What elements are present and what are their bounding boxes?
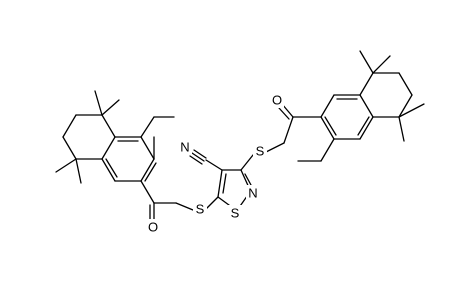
bond — [62, 114, 77, 138]
bond-co-ar-left — [140, 180, 155, 204]
atom-n-cyano: N — [180, 140, 189, 155]
bond — [101, 99, 120, 116]
bond — [144, 162, 157, 182]
bond — [140, 158, 155, 182]
bond-c3-s — [240, 154, 254, 171]
bond — [359, 72, 374, 96]
right-side-chain — [240, 103, 322, 171]
atom-s-link-right: S — [256, 144, 265, 159]
bond — [140, 116, 155, 138]
bond-c5-c4-double — [222, 173, 227, 194]
bond — [55, 158, 77, 173]
atom-o-ketone-right: O — [272, 93, 282, 108]
bond — [320, 94, 335, 118]
bond — [320, 138, 335, 162]
bond-c4-cn — [205, 159, 223, 171]
bond — [75, 158, 82, 184]
bond — [101, 114, 116, 138]
bond — [62, 136, 77, 160]
bond — [94, 90, 103, 116]
atom-s-ring: S — [231, 206, 240, 221]
bond — [398, 72, 413, 96]
bond — [320, 116, 335, 140]
bond-s-ch2-right — [265, 142, 285, 153]
left-tetrahydronaphthalene — [55, 90, 175, 184]
right-tetrahydronaphthalene — [297, 50, 425, 162]
bond — [101, 136, 116, 160]
bond-co-o-right-double — [278, 107, 290, 120]
bond — [359, 50, 374, 74]
bond — [398, 116, 405, 142]
bond-cn-triple-c — [189, 155, 203, 165]
bond-c5-c4 — [217, 169, 223, 198]
atom-s-link-left: S — [196, 202, 205, 217]
bond — [324, 116, 337, 136]
bond — [105, 158, 118, 178]
bond — [357, 116, 370, 136]
bond — [359, 94, 374, 118]
bond — [359, 116, 374, 140]
atom-labels: N S O S O N S — [146, 92, 284, 235]
bond-c5-s — [205, 196, 219, 210]
atom-n-ring: N — [248, 186, 257, 201]
bond — [398, 103, 425, 118]
bond-ch2-co-right — [283, 116, 294, 144]
nitrile-group — [189, 149, 223, 171]
bond-c3-n-double — [244, 173, 252, 186]
bond — [372, 55, 391, 74]
bond — [101, 158, 116, 182]
bond — [140, 136, 155, 160]
atom-o-ketone-left: O — [148, 220, 158, 235]
bond-cn-triple-a — [191, 152, 205, 162]
bond-s-ch2-left — [175, 202, 194, 211]
bond-cn-triple-b — [193, 149, 207, 159]
bond — [398, 94, 413, 118]
left-side-chain — [140, 180, 219, 222]
